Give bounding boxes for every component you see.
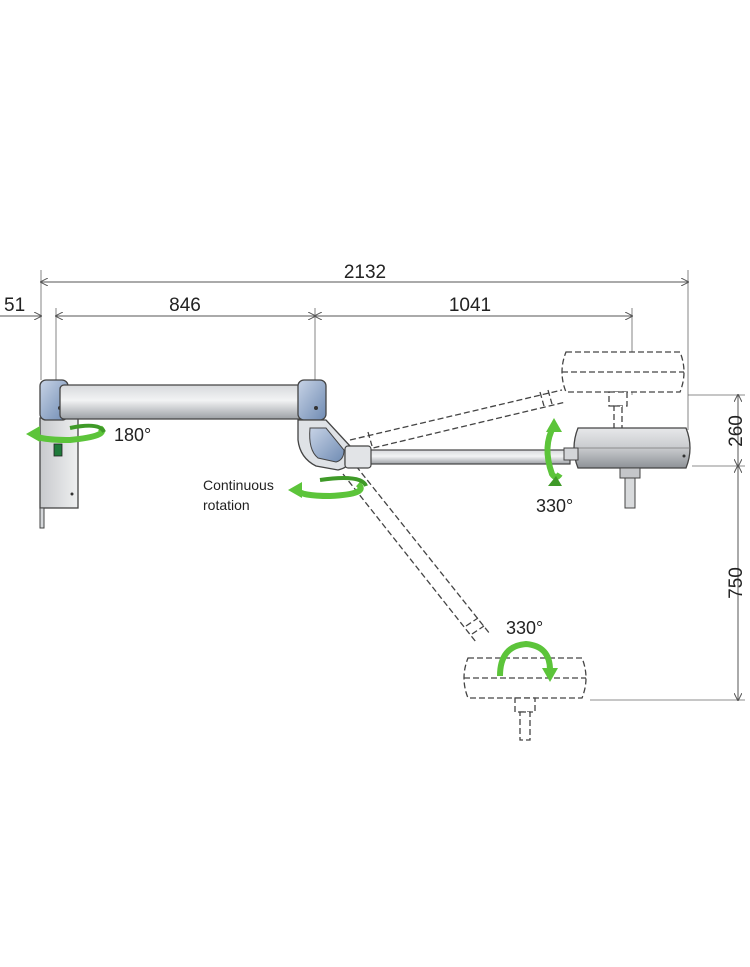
dimension-total: 2132 bbox=[41, 262, 688, 430]
rotation-arrow-head-lower-icon bbox=[497, 640, 558, 682]
ghost-lamp-head-upper bbox=[561, 351, 685, 433]
second-arm bbox=[344, 445, 571, 469]
rotation-label-elbow-line2: rotation bbox=[203, 497, 250, 513]
dimension-second-arm-label: 1041 bbox=[449, 295, 491, 316]
ghost-arm-lower bbox=[342, 465, 491, 643]
dimension-vertical-drop: 750 bbox=[590, 466, 747, 700]
dimension-offset-label: 51 bbox=[4, 295, 25, 316]
rotation-label-wall: 180° bbox=[114, 425, 151, 445]
power-switch-icon bbox=[53, 443, 63, 457]
lamp-head bbox=[563, 427, 691, 509]
ghost-lamp-head-lower bbox=[463, 657, 587, 741]
ghost-arm-upper bbox=[349, 389, 567, 453]
dimension-head-height-label: 260 bbox=[726, 415, 747, 447]
rotation-label-elbow: Continuous bbox=[203, 477, 274, 493]
elbow-joint bbox=[297, 379, 353, 471]
dimension-offset: 51 bbox=[0, 295, 57, 380]
rotation-arrow-elbow-icon bbox=[288, 476, 368, 500]
dimension-first-arm: 846 bbox=[56, 295, 315, 382]
dimension-vertical-drop-label: 750 bbox=[726, 567, 747, 599]
wall-mount bbox=[39, 417, 79, 529]
rotation-label-head-lower: 330° bbox=[506, 618, 543, 638]
dimension-first-arm-label: 846 bbox=[169, 295, 201, 316]
rotation-arrow-wall-icon bbox=[26, 423, 106, 444]
dimension-second-arm: 1041 bbox=[315, 295, 632, 395]
rotation-arrow-head-vertical-icon bbox=[544, 418, 563, 486]
first-arm bbox=[59, 384, 311, 420]
dimension-head-height: 260 bbox=[688, 395, 747, 466]
rotation-label-head-vertical: 330° bbox=[536, 496, 573, 516]
dimension-total-label: 2132 bbox=[344, 262, 386, 283]
